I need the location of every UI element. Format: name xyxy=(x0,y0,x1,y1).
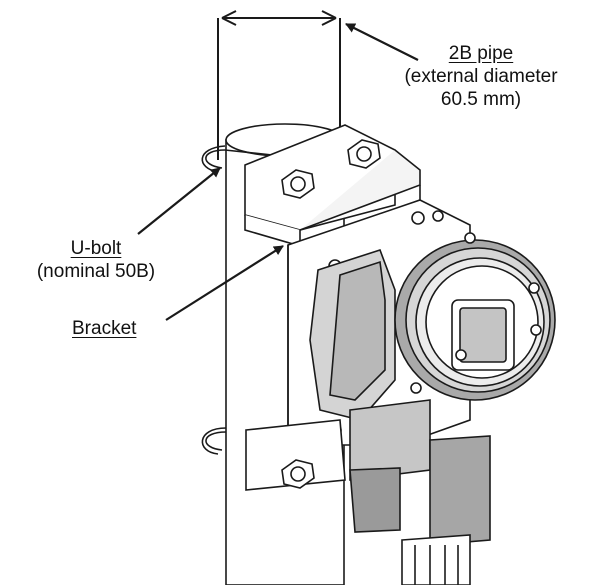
lower-u-bolt xyxy=(201,419,346,491)
ubolt-label: U-bolt (nominal 50B) xyxy=(6,237,186,283)
ubolt-leader xyxy=(137,167,221,235)
sensor-fittings xyxy=(349,399,491,585)
leader-lines xyxy=(137,23,419,321)
bracket-leader xyxy=(165,245,284,321)
pipe-detail-2: 60.5 mm) xyxy=(440,89,522,110)
pipe-leader xyxy=(345,23,419,61)
ubolt-detail: (nominal 50B) xyxy=(36,261,156,282)
pipe-label: 2B pipe (external diameter 60.5 mm) xyxy=(374,42,588,111)
pipe-detail-1: (external diameter xyxy=(404,66,558,87)
detector-housing xyxy=(309,210,556,421)
pipe-title: 2B pipe xyxy=(448,43,514,64)
bracket-label: Bracket xyxy=(72,318,137,339)
upper-bracket xyxy=(244,124,421,248)
ubolt-title: U-bolt xyxy=(70,238,122,259)
